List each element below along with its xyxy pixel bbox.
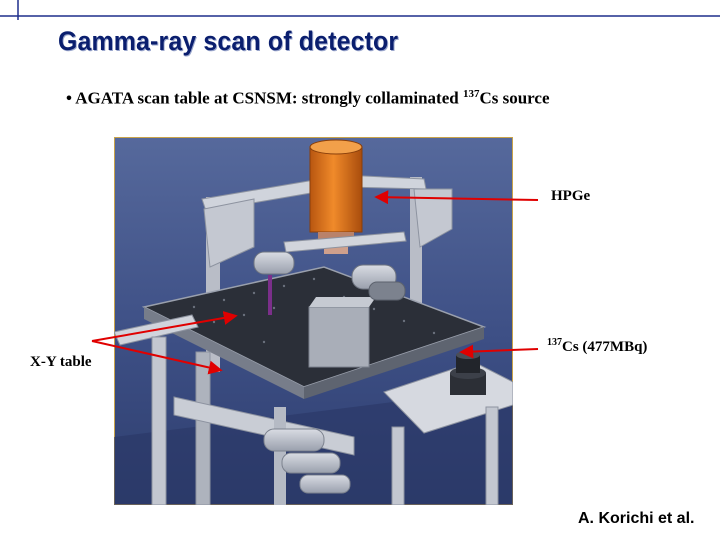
bullet-isotope-superscript: 137 bbox=[462, 88, 480, 100]
cs-label-text: Cs (477MBq) bbox=[562, 339, 648, 355]
label-xy-table: X-Y table bbox=[30, 354, 92, 370]
corner-frame bbox=[0, 0, 720, 20]
scan-table-illustration bbox=[114, 137, 513, 505]
bullet-marker: • bbox=[66, 88, 72, 108]
cs-isotope-superscript: 137 bbox=[547, 337, 562, 348]
bullet-text-after: Cs source bbox=[479, 88, 550, 108]
bullet-text-before: AGATA scan table at CSNSM: strongly coll… bbox=[75, 88, 459, 108]
label-cs-source: 137Cs (477MBq) bbox=[547, 337, 647, 356]
bullet-point: • AGATA scan table at CSNSM: strongly co… bbox=[66, 88, 550, 109]
label-hpge: HPGe bbox=[551, 188, 591, 204]
author-credit: A. Korichi et al. bbox=[578, 510, 695, 527]
slide-title: Gamma-ray scan of detector bbox=[58, 26, 399, 56]
